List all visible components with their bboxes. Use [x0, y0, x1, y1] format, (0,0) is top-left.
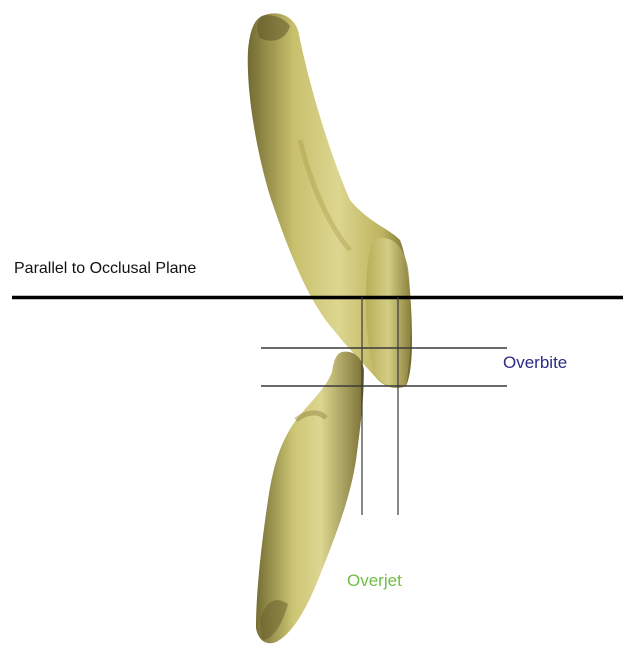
overjet-label: Overjet: [347, 571, 402, 591]
overbite-label: Overbite: [503, 353, 567, 373]
upper-tooth: [248, 13, 412, 388]
lower-tooth: [256, 352, 364, 644]
occlusal-plane-label: Parallel to Occlusal Plane: [14, 260, 196, 278]
